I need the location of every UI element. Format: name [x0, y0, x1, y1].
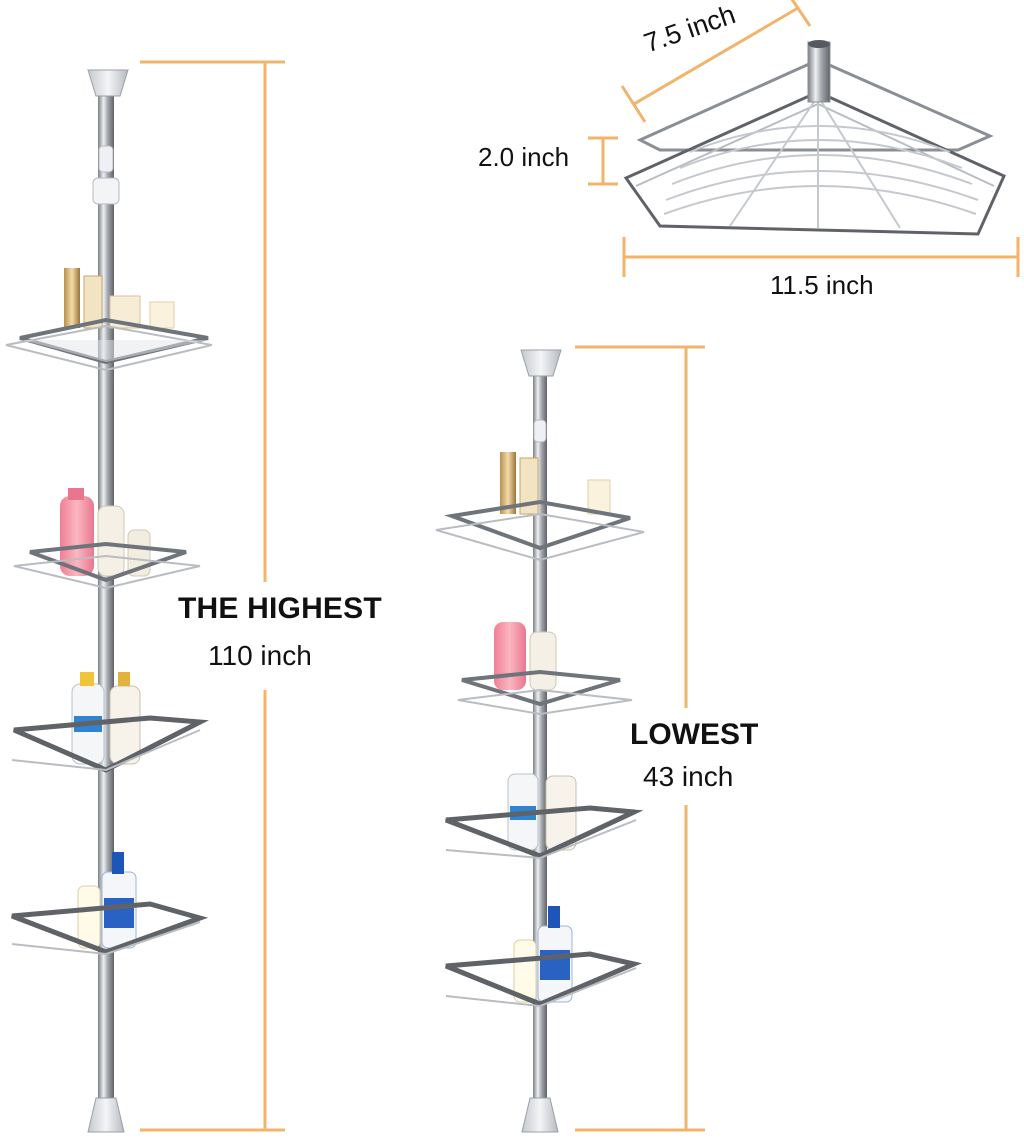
corner-basket-detail	[623, 40, 1006, 236]
shelf-1	[5, 268, 213, 372]
shelf-3	[11, 672, 209, 773]
min-height-title: LOWEST	[630, 718, 759, 751]
basket-width-value: 11.5 inch	[770, 270, 874, 300]
bottom-foot-short	[521, 1097, 559, 1133]
tall-shower-caddy	[5, 69, 213, 1133]
max-height-title: THE HIGHEST	[178, 592, 382, 625]
dimension-lines	[140, 0, 1020, 1132]
shelf-4	[11, 852, 209, 956]
basket-height-value: 2.0 inch	[478, 142, 570, 172]
basket-depth-line	[633, 6, 799, 106]
tension-pole	[98, 95, 114, 1115]
min-height-value: 43 inch	[643, 761, 734, 792]
max-height-value: 110 inch	[208, 640, 312, 671]
short-shower-caddy	[435, 349, 645, 1133]
shelf-2	[13, 488, 201, 590]
bottom-foot	[87, 1097, 125, 1133]
top-cap	[87, 69, 129, 97]
top-cap-short	[520, 349, 562, 377]
